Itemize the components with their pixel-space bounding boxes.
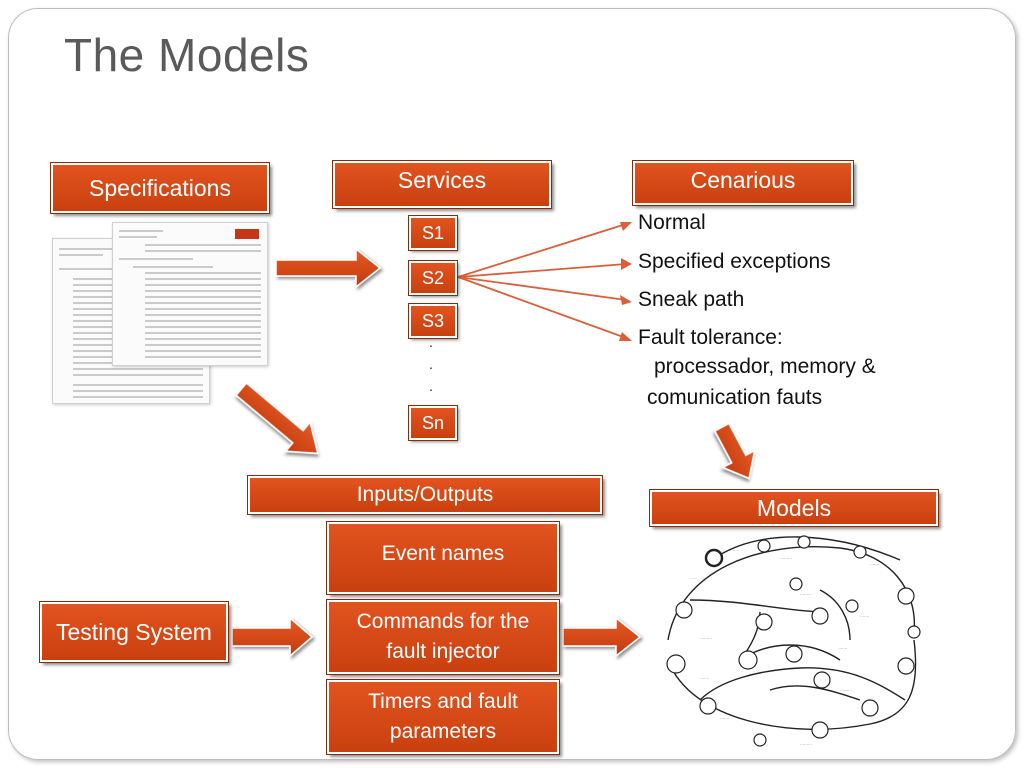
testing-system-label: Testing System [56, 619, 212, 645]
service-s1-box: S1 [408, 215, 458, 251]
scenario-sneak-path: Sneak path [638, 288, 745, 311]
models-box: Models [649, 489, 939, 527]
arrow-testing-to-commands [231, 616, 314, 658]
svg-text:·······: ······· [730, 548, 739, 553]
svg-text:·······: ······· [838, 646, 847, 651]
svg-text:·······: ······· [720, 716, 729, 721]
service-ellipsis-1: . [429, 334, 433, 350]
service-s3-label: S3 [421, 310, 445, 331]
commands-label-line2: fault injector [386, 640, 500, 663]
scenario-fault-tolerance-line2: processador, memory & [654, 355, 876, 378]
inputs-outputs-box: Inputs/Outputs [247, 475, 603, 515]
services-box: Services [332, 160, 552, 209]
service-s2-label: S2 [421, 267, 445, 288]
svg-text:·······: ······· [860, 614, 869, 619]
arrow-spec-to-io [235, 381, 319, 455]
specifications-label: Specifications [89, 175, 231, 201]
cenarious-label: Cenarious [690, 167, 796, 193]
svg-text:·········: ········· [840, 688, 852, 693]
arrow-commands-to-model-graph [562, 616, 642, 658]
svg-text:·······: ······· [700, 676, 709, 681]
arrow-scenarios-to-models [713, 422, 756, 480]
svg-text:·········: ········· [800, 592, 812, 597]
s2-scenario-arrowheads [619, 222, 632, 341]
service-sn-label: Sn [421, 412, 445, 433]
testing-system-box: Testing System [39, 601, 229, 663]
svg-text:·········: ········· [780, 556, 792, 561]
commands-label-line1: Commands for the [356, 610, 530, 633]
svg-text:·····: ····· [690, 576, 697, 581]
timers-label-line2: parameters [389, 720, 497, 743]
service-sn-box: Sn [408, 405, 458, 441]
service-s3-box: S3 [408, 303, 458, 339]
models-label: Models [756, 495, 832, 521]
service-s2-box: S2 [408, 260, 458, 296]
svg-text:·········: ········· [800, 742, 812, 747]
specifications-box: Specifications [50, 162, 270, 214]
svg-text:·······: ······· [870, 562, 879, 567]
service-s1-label: S1 [421, 222, 445, 243]
timers-fault-parameters-box: Timers and fault parameters [326, 679, 560, 755]
commands-fault-injector-box: Commands for the fault injector [326, 599, 560, 675]
service-ellipsis-2: . [429, 356, 433, 372]
s2-scenario-lines [457, 223, 627, 339]
inputs-outputs-label: Inputs/Outputs [356, 483, 494, 506]
scenario-fault-tolerance: Fault tolerance: [638, 326, 783, 349]
services-label: Services [397, 167, 487, 193]
cenarious-box: Cenarious [632, 160, 854, 206]
event-names-box: Event names [326, 521, 560, 595]
service-ellipsis-3: . [429, 378, 433, 394]
arrow-spec-to-services [275, 247, 382, 289]
slide-frame [8, 8, 1016, 760]
spec-document-front [112, 222, 268, 366]
slide-title: The Models [64, 29, 310, 81]
event-names-label: Event names [381, 542, 505, 565]
scenario-normal: Normal [638, 211, 706, 234]
scenario-specified-exceptions: Specified exceptions [638, 250, 831, 273]
spec-document-front-lines [119, 229, 261, 358]
timers-label-line1: Timers and fault [368, 690, 518, 713]
scenario-fault-tolerance-line3: comunication fauts [647, 386, 823, 409]
svg-text:·········: ········· [700, 636, 712, 641]
